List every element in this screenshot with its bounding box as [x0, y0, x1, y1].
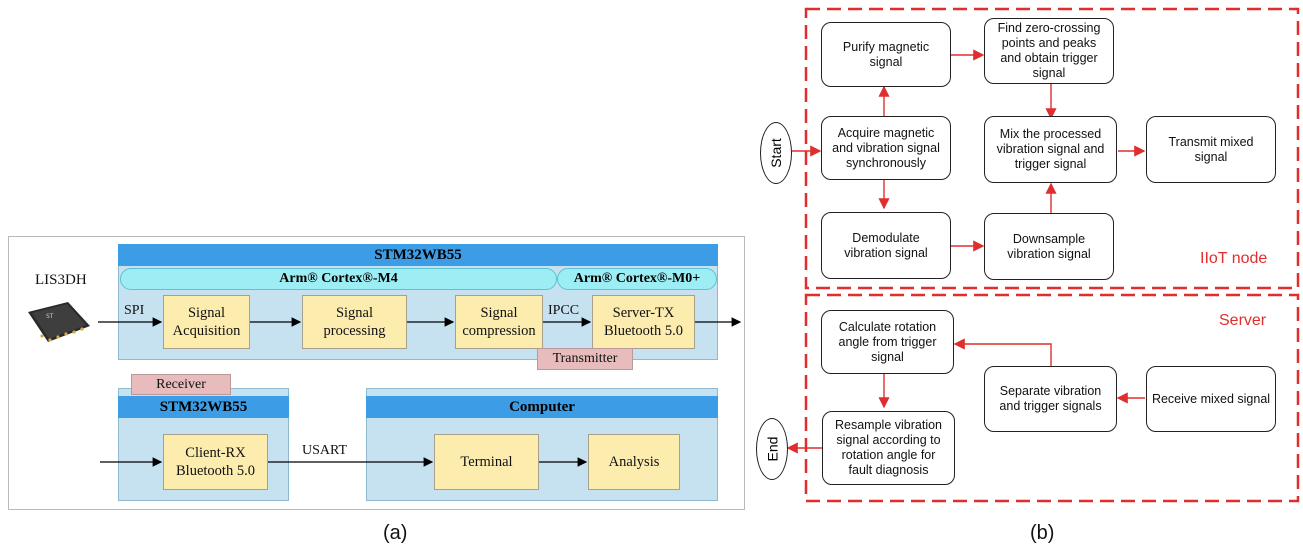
svg-text:ST: ST: [46, 313, 54, 320]
node-mix-line2: vibration signal and: [996, 142, 1105, 156]
spi-label: SPI: [124, 303, 145, 318]
caption-a: (a): [383, 522, 408, 544]
server-tx-line2: Bluetooth 5.0: [604, 323, 683, 339]
panel-a-arrows: [98, 317, 742, 467]
node-resample-line3: rotation angle for: [841, 448, 936, 462]
sensor-label: LIS3DH: [35, 272, 87, 288]
receiver-tag: Receiver: [131, 374, 231, 395]
node-acquire-line1: Acquire magnetic: [837, 125, 935, 140]
transmitter-tag: Transmitter: [537, 348, 633, 370]
node-transmit-line1: Transmit mixed: [1168, 134, 1254, 149]
node-calculate-line1: Calculate rotation: [838, 319, 937, 334]
client-rx-box: Client-RX Bluetooth 5.0: [163, 434, 268, 490]
node-receive: Receive mixed signal: [1146, 366, 1276, 432]
node-acquire: Acquire magnetic and vibration signal sy…: [821, 116, 951, 180]
start-oval: Start: [760, 122, 792, 184]
node-separate: Separate vibration and trigger signals: [984, 366, 1117, 432]
client-rx-line2: Bluetooth 5.0: [176, 463, 255, 479]
core-m0-bar: Arm® Cortex®-M0+: [557, 268, 717, 290]
node-calculate-line2: angle from trigger: [838, 334, 937, 349]
node-receive-line1: Receive mixed signal: [1151, 391, 1271, 406]
node-demodulate: Demodulate vibration signal: [821, 212, 951, 279]
node-separate-line1: Separate vibration: [999, 384, 1102, 398]
node-resample-line4: fault diagnosis: [848, 463, 929, 477]
signal-acquisition-box: Signal Acquisition: [163, 295, 250, 349]
node-transmit: Transmit mixed signal: [1146, 116, 1276, 183]
signal-processing-line2: processing: [323, 323, 386, 339]
node-resample: Resample vibration signal according to r…: [822, 411, 955, 485]
computer-title: Computer: [366, 396, 718, 418]
server-label: Server: [1219, 312, 1267, 329]
node-downsample: Downsample vibration signal: [984, 213, 1114, 280]
node-demodulate-line1: Demodulate: [852, 230, 920, 245]
node-demodulate-line2: vibration signal: [844, 245, 928, 260]
node-calculate: Calculate rotation angle from trigger si…: [821, 310, 954, 374]
node-find-zero-line2: points and peaks: [1001, 36, 1097, 50]
node-find-zero-line4: signal: [1032, 66, 1066, 80]
node-resample-line2: signal according to: [836, 433, 941, 447]
node-purify: Purify magnetic signal: [821, 22, 951, 87]
iiot-dashed-frame: [804, 7, 1300, 290]
analysis-box: Analysis: [588, 434, 680, 490]
end-label: End: [763, 436, 780, 462]
signal-compression-box: Signal compression: [455, 295, 543, 349]
server-tx-box: Server-TX Bluetooth 5.0: [592, 295, 695, 349]
node-acquire-line2: and vibration signal: [832, 140, 940, 155]
server-tx-line1: Server-TX: [612, 305, 675, 321]
node-find-zero: Find zero-crossing points and peaks and …: [984, 18, 1114, 84]
node-find-zero-line3: and obtain trigger: [1000, 51, 1098, 65]
node-resample-line1: Resample vibration: [835, 418, 942, 432]
node-mix-line3: trigger signal: [1014, 157, 1087, 171]
sensor-chip-image: ST: [22, 298, 94, 346]
signal-processing-box: Signal processing: [302, 295, 407, 349]
arrow-separate-to-calc: [953, 338, 1052, 368]
usart-label: USART: [302, 443, 348, 458]
node-find-zero-line1: Find zero-crossing: [997, 21, 1101, 35]
node-separate-line2: and trigger signals: [999, 399, 1102, 413]
node-mix-line1: Mix the processed: [999, 127, 1102, 141]
signal-compression-line2: compression: [462, 323, 536, 339]
signal-processing-line1: Signal: [335, 305, 374, 321]
panel-b-lines: [786, 7, 1300, 503]
caption-b: (b): [1030, 522, 1055, 544]
node-downsample-line2: vibration signal: [1007, 246, 1091, 261]
node-calculate-line3: signal: [871, 349, 904, 364]
node-transmit-line2: signal: [1194, 149, 1228, 164]
ipcc-label: IPCC: [548, 303, 580, 318]
server-dashed-frame: [804, 293, 1300, 503]
node-purify-line2: signal: [869, 54, 903, 69]
node-acquire-line3: synchronously: [846, 155, 926, 170]
start-label: Start: [767, 138, 784, 168]
signal-compression-line1: Signal: [480, 305, 518, 321]
signal-acquisition-line2: Acquisition: [172, 323, 241, 339]
iiot-node-label: IIoT node: [1200, 250, 1268, 267]
end-oval: End: [756, 418, 788, 480]
client-rx-line1: Client-RX: [185, 445, 246, 461]
top-stm32-title: STM32WB55: [118, 244, 718, 266]
terminal-box: Terminal: [434, 434, 539, 490]
signal-acquisition-line1: Signal: [187, 305, 226, 321]
node-mix: Mix the processed vibration signal and t…: [984, 116, 1117, 183]
node-purify-line1: Purify magnetic: [842, 39, 930, 54]
core-m4-bar: Arm® Cortex®-M4: [120, 268, 557, 290]
bottom-stm32-title: STM32WB55: [118, 396, 289, 418]
node-downsample-line1: Downsample: [1012, 231, 1086, 246]
